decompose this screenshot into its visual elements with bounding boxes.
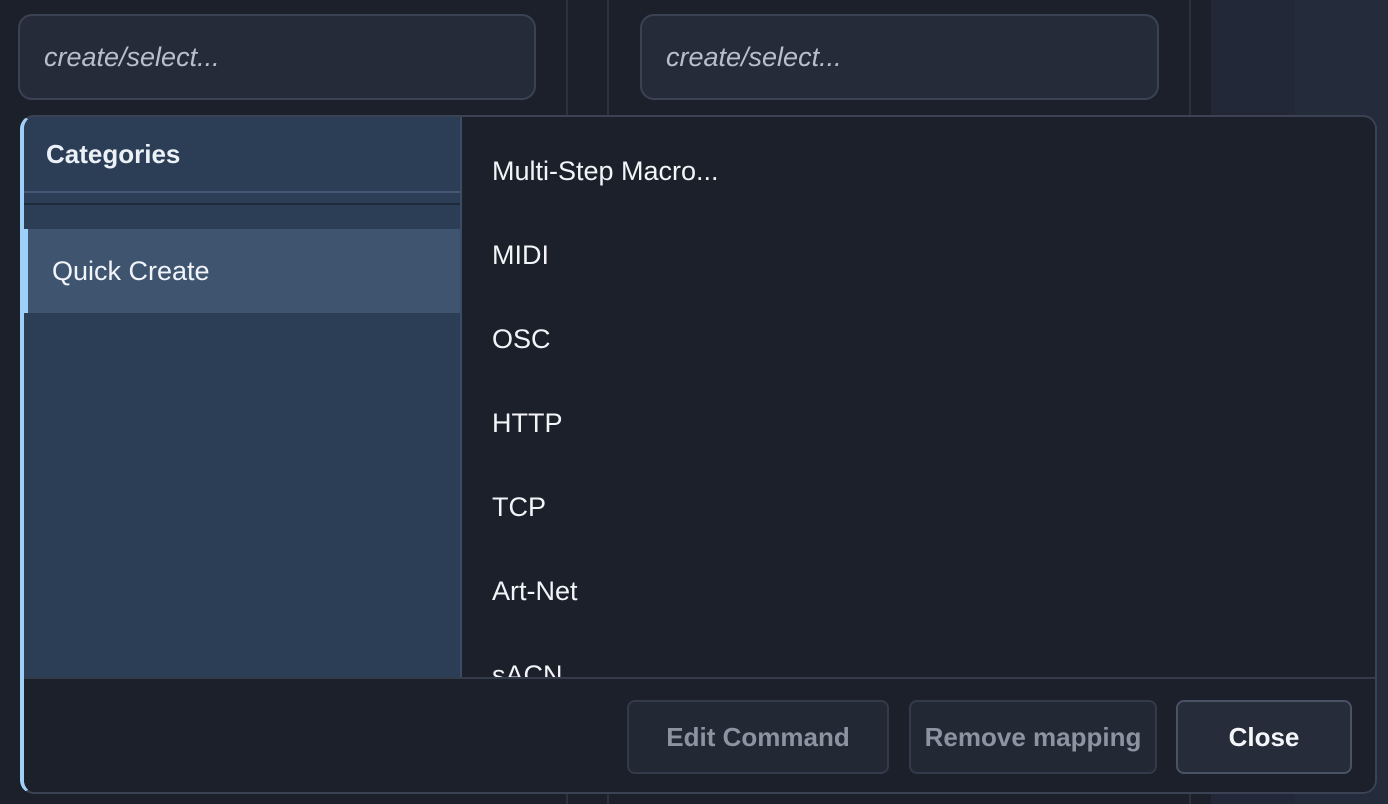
categories-sidebar: Categories Quick Create — [24, 117, 462, 677]
categories-header: Categories — [24, 117, 460, 193]
list-item-label: Multi-Step Macro... — [492, 155, 719, 186]
command-list: Multi-Step Macro... MIDI OSC HTTP TCP Ar… — [462, 117, 1375, 678]
list-item-multi-step-macro[interactable]: Multi-Step Macro... — [462, 129, 1375, 213]
list-item-osc[interactable]: OSC — [462, 297, 1375, 381]
remove-mapping-button[interactable]: Remove mapping — [909, 700, 1157, 774]
list-item-sacn[interactable]: sACN — [462, 633, 1375, 678]
list-item-label: Art-Net — [492, 575, 578, 606]
sidebar-item-quick-create[interactable]: Quick Create — [24, 229, 460, 313]
list-item-midi[interactable]: MIDI — [462, 213, 1375, 297]
sidebar-divider — [24, 193, 460, 205]
close-button[interactable]: Close — [1176, 700, 1352, 774]
create-select-input-right[interactable]: create/select... — [640, 14, 1159, 100]
command-picker-dialog: Categories Quick Create Multi-Step Macro… — [20, 115, 1377, 794]
edit-command-button[interactable]: Edit Command — [627, 700, 889, 774]
create-select-input-left[interactable]: create/select... — [18, 14, 536, 100]
sidebar-item-label: Quick Create — [52, 255, 210, 286]
list-item-tcp[interactable]: TCP — [462, 465, 1375, 549]
list-item-art-net[interactable]: Art-Net — [462, 549, 1375, 633]
list-item-label: TCP — [492, 491, 546, 522]
list-item-http[interactable]: HTTP — [462, 381, 1375, 465]
list-item-label: MIDI — [492, 239, 549, 270]
dialog-footer: Edit Command Remove mapping Close — [24, 677, 1375, 792]
list-item-label: sACN — [492, 659, 563, 678]
list-item-label: OSC — [492, 323, 551, 354]
list-item-label: HTTP — [492, 407, 563, 438]
